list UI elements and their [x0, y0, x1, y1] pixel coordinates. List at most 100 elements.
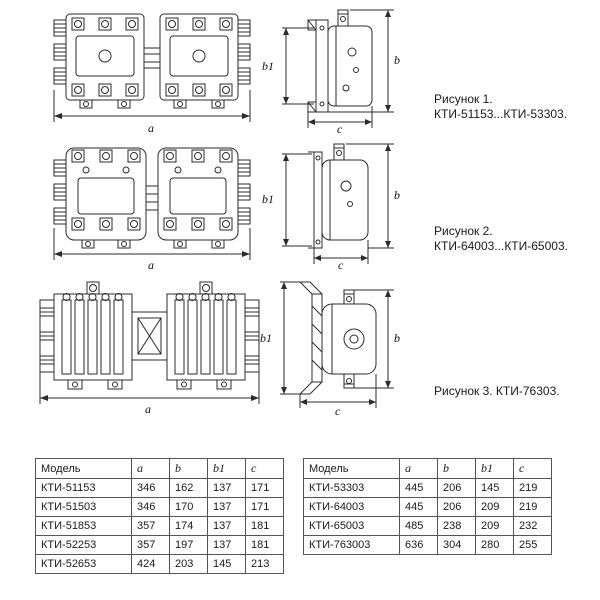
table-row: КТИ-64003 445 206 209 219: [303, 497, 552, 517]
table-cell: 232: [513, 516, 552, 536]
table-cell: 346: [131, 497, 170, 517]
table-cell: 181: [245, 516, 284, 536]
table-cell: КТИ-51503: [35, 497, 132, 517]
dim-label-b1: b1: [262, 192, 274, 206]
dim-label-c: c: [337, 122, 343, 134]
dimension-a: a: [53, 90, 251, 135]
dim-label-b: b: [394, 53, 400, 67]
mounting-plate: [308, 151, 323, 249]
table-cell: 206: [437, 478, 476, 498]
figure3-caption-line1: Рисунок 3. КТИ-76303.: [434, 384, 560, 398]
fin-block-left: [53, 293, 133, 381]
table-header-cell: c: [513, 458, 552, 479]
figure2-front: a: [52, 142, 252, 277]
mounting-feet: [67, 379, 232, 390]
terminal-comb-right: [237, 19, 251, 85]
contactor-body-side: [321, 143, 369, 241]
center-link: [145, 185, 159, 211]
table-cell: 137: [207, 516, 246, 536]
dimension-c: c: [313, 240, 369, 272]
dim-label-a: a: [145, 402, 151, 416]
table-cell: КТИ-52653: [35, 554, 132, 574]
figure1-caption: Рисунок 1. КТИ-51153...КТИ-53303.: [434, 92, 567, 122]
contactor-pole-left: [65, 13, 145, 109]
dimension-b1: b1: [262, 153, 312, 247]
table-header-cell: b: [437, 458, 476, 479]
fin-block-right: [166, 293, 246, 381]
table-cell: 137: [207, 478, 246, 498]
table-cell: 219: [513, 497, 552, 517]
table-cell: 209: [475, 497, 514, 517]
terminal-comb-right: [237, 159, 251, 225]
table-cell: КТИ-51153: [35, 478, 132, 498]
table-header-cell: Модель: [303, 458, 400, 479]
table-cell: 171: [245, 497, 284, 517]
table-row: КТИ-53303 445 206 145 219: [303, 478, 552, 498]
table-row: КТИ-52653 424 203 145 213: [35, 554, 284, 574]
figure3-side: b1 b c: [256, 262, 401, 421]
contactor-pole-left: [65, 147, 147, 249]
table-cell: 145: [475, 478, 514, 498]
table-cell: 357: [131, 535, 170, 555]
figure1-caption-line1: Рисунок 1.: [434, 92, 493, 106]
dimension-b: b: [328, 9, 400, 113]
contactor-body-side: [321, 289, 377, 389]
table-header-row: Модель a b b1 c: [35, 458, 284, 479]
dimension-b: b: [346, 143, 400, 249]
table-cell: 445: [399, 478, 438, 498]
figure1-caption-line2: КТИ-51153...КТИ-53303.: [434, 107, 568, 121]
figure3-side-view: b1 b c: [260, 281, 400, 418]
table-row: КТИ-51503 346 170 137 171: [35, 497, 284, 517]
table-cell: 206: [437, 497, 476, 517]
top-screws: [86, 281, 213, 295]
dimensions-table-1: Модель a b b1 c КТИ-51153 346 162 137 17…: [35, 458, 284, 574]
figure3-front: a: [32, 266, 267, 421]
figure2-caption-line2: КТИ-64003...КТИ-65003.: [434, 239, 568, 253]
figure1-front-view: a: [53, 13, 251, 135]
dimension-b1: b1: [262, 27, 314, 105]
table-header-cell: b1: [475, 458, 514, 479]
dimension-b1: b1: [260, 281, 300, 395]
table-cell: 346: [131, 478, 170, 498]
table-cell: 636: [399, 535, 438, 555]
table-cell: КТИ-64003: [303, 497, 400, 517]
figure3-caption: Рисунок 3. КТИ-76303.: [434, 384, 560, 399]
table-cell: 209: [475, 516, 514, 536]
dim-label-a: a: [148, 258, 154, 272]
table-cell: 145: [207, 554, 246, 574]
table-header-cell: c: [245, 458, 284, 479]
table-header-row: Модель a b b1 c: [303, 458, 552, 479]
table-row: КТИ-51853 357 174 137 181: [35, 516, 284, 536]
figure1-side: b1 b c: [258, 4, 403, 139]
table-cell: 181: [245, 535, 284, 555]
dimension-c: c: [299, 374, 377, 418]
dim-label-a: a: [148, 121, 154, 135]
table-cell: 219: [513, 478, 552, 498]
table-header-cell: Модель: [35, 458, 132, 479]
table-cell: 485: [399, 516, 438, 536]
table-cell: 162: [169, 478, 208, 498]
table-cell: 137: [207, 497, 246, 517]
table-cell: 357: [131, 516, 170, 536]
dimension-c: c: [307, 106, 373, 136]
table-cell: 137: [207, 535, 246, 555]
center-block: [131, 311, 168, 361]
z-bracket: [299, 281, 323, 395]
contactor-body-side: [327, 9, 373, 107]
table-cell: КТИ-65003: [303, 516, 400, 536]
table-header-cell: a: [399, 458, 438, 479]
contactor-pole-right: [157, 147, 239, 249]
terminal-comb-left: [39, 299, 55, 373]
table-cell: 174: [169, 516, 208, 536]
dim-label-b1: b1: [260, 331, 272, 345]
dim-label-b: b: [394, 331, 400, 345]
mounting-plate: [307, 19, 329, 113]
table-cell: 203: [169, 554, 208, 574]
dimension-b: b: [354, 289, 400, 389]
figure3-front-view: a: [39, 281, 260, 416]
table-header-cell: b: [169, 458, 208, 479]
table-cell: 213: [245, 554, 284, 574]
dim-label-c: c: [338, 258, 344, 270]
table-header-cell: a: [131, 458, 170, 479]
